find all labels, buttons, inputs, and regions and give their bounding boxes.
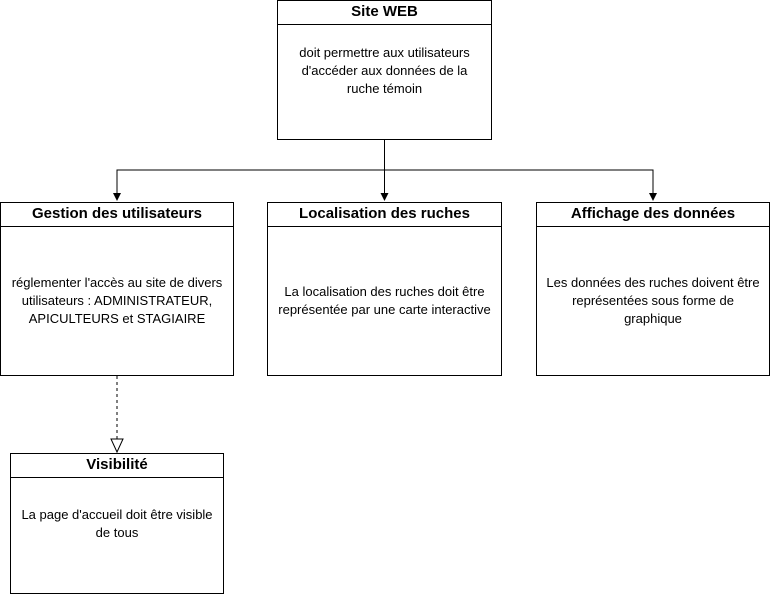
site-web-title: Site WEB — [278, 1, 491, 25]
hollow-arrowhead-visibilite — [110, 438, 124, 454]
arrowhead-localisation — [380, 193, 389, 201]
site-web-box: Site WEB doit permettre aux utilisateurs… — [277, 0, 492, 140]
arrowhead-affichage — [649, 193, 657, 201]
localisation-ruches-body: La localisation des ruches doit être rep… — [278, 284, 491, 317]
affichage-donnees-box: Affichage des données Les données des ru… — [536, 202, 770, 376]
edge-site-to-gestion — [116, 140, 385, 196]
site-web-body: doit permettre aux utilisateurs d'accéde… — [299, 45, 470, 96]
localisation-ruches-title: Localisation des ruches — [268, 203, 501, 227]
visibilite-box: Visibilité La page d'accueil doit être v… — [10, 453, 224, 594]
localisation-ruches-box: Localisation des ruches La localisation … — [267, 202, 502, 376]
gestion-utilisateurs-body: réglementer l'accès au site de divers ut… — [11, 275, 223, 326]
arrowhead-gestion — [113, 193, 121, 201]
edge-site-to-affichage — [384, 169, 654, 196]
affichage-donnees-title: Affichage des données — [537, 203, 769, 227]
visibilite-title: Visibilité — [11, 454, 223, 478]
gestion-utilisateurs-box: Gestion des utilisateurs réglementer l'a… — [0, 202, 234, 376]
visibilite-body: La page d'accueil doit être visible de t… — [21, 506, 213, 540]
affichage-donnees-body: Les données des ruches doivent être repr… — [546, 275, 760, 326]
gestion-utilisateurs-title: Gestion des utilisateurs — [1, 203, 233, 227]
